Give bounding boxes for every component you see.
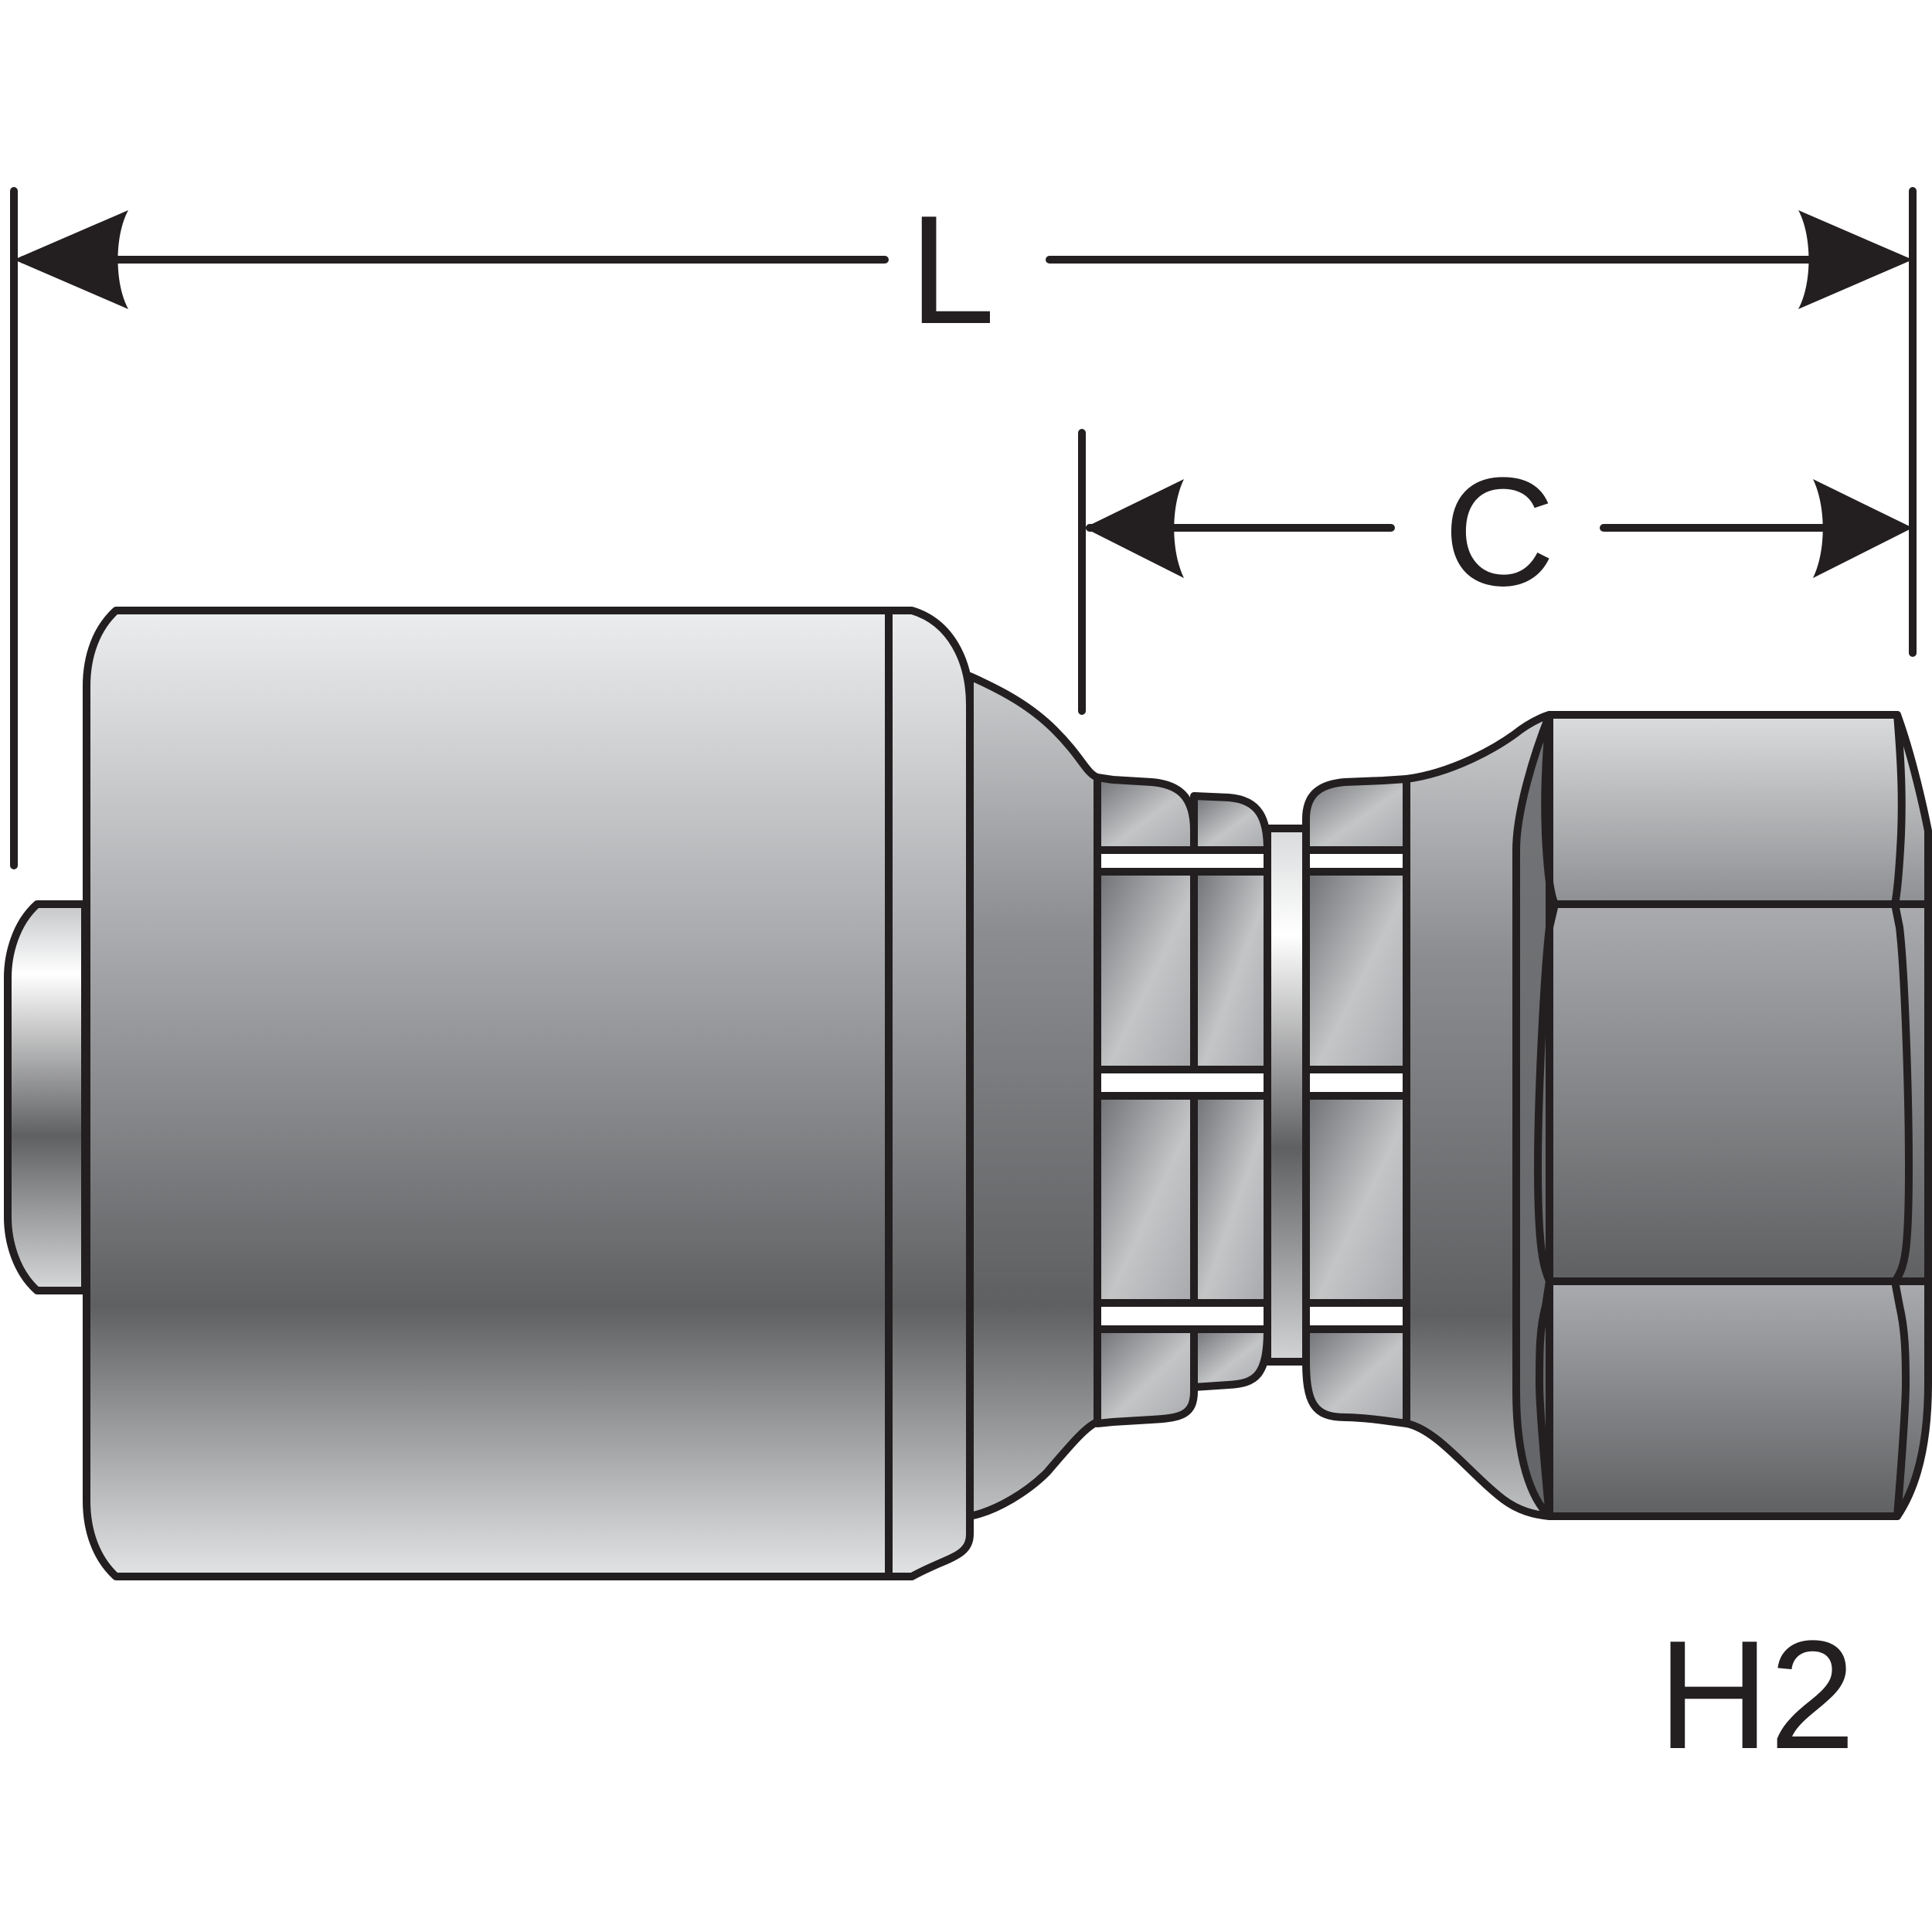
arrow-l-right [1798, 210, 1913, 309]
collar-right-bottom [1302, 1325, 1410, 1427]
collar-band-lines [1094, 846, 1410, 1333]
crimp-ferrule [83, 607, 893, 1580]
collar-left-flat-upper [1094, 868, 1198, 1073]
ferrule-rim [885, 607, 974, 1580]
collar-left-bottom [1094, 1325, 1198, 1427]
collar-right-flat-upper [1302, 868, 1410, 1073]
collar-step-upper [1190, 868, 1271, 1073]
arrow-l-left [14, 210, 128, 309]
part-code-label: H2 [1658, 1609, 1855, 1781]
collar-step-top [1190, 792, 1271, 854]
dimension-label-l: L [909, 184, 995, 356]
collar-step-lower [1190, 1092, 1271, 1307]
relief-groove [1264, 825, 1310, 1366]
arrow-c-right [1813, 479, 1913, 578]
swivel-nut-top-face [1546, 711, 1932, 908]
swivel-nut-middle-face [1546, 900, 1932, 1285]
arrow-c-left [1084, 479, 1184, 578]
swivel-nut-bottom-face [1546, 1277, 1932, 1520]
swivel-nut-edge-lines [1534, 711, 1913, 1520]
collar-right-top [1302, 775, 1410, 854]
collar-left-flat-lower [1094, 1092, 1198, 1307]
dimension-label-c: C [1444, 446, 1555, 618]
collar-step-bottom [1190, 1325, 1271, 1391]
collar-right-flat-lower [1302, 1092, 1410, 1307]
hose-tube-stub [4, 900, 89, 1294]
fitting-neck [966, 672, 1101, 1520]
collar-left-top [1094, 774, 1198, 854]
